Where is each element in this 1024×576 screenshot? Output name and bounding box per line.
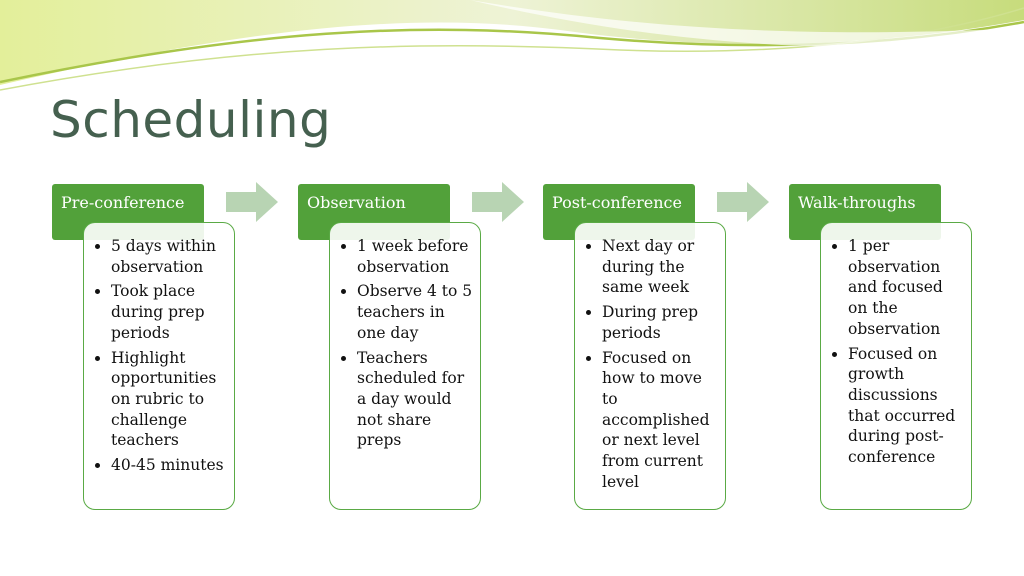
- bullet-item: Observe 4 to 5 teachers in one day: [357, 281, 474, 343]
- bullet-list: 5 days within observation Took place dur…: [98, 236, 228, 476]
- arrow-right-icon: [226, 182, 278, 222]
- stage-post-conference: Post-conference Next day or during the s…: [543, 184, 733, 514]
- bullet-item: 1 week before observation: [357, 236, 474, 277]
- page-title: Scheduling: [50, 91, 332, 149]
- stage-body: 1 per observation and focused on the obs…: [820, 222, 972, 510]
- bullet-item: Focused on growth discussions that occur…: [848, 344, 965, 468]
- bullet-item: During prep periods: [602, 302, 719, 343]
- header-wave-decoration: [0, 0, 1024, 91]
- stage-body: 1 week before observation Observe 4 to 5…: [329, 222, 481, 510]
- arrow-right-icon: [472, 182, 524, 222]
- bullet-item: 1 per observation and focused on the obs…: [848, 236, 965, 340]
- arrow-right-icon: [717, 182, 769, 222]
- bullet-list: Next day or during the same week During …: [589, 236, 719, 492]
- bullet-item: Next day or during the same week: [602, 236, 719, 298]
- bullet-item: Teachers scheduled for a day would not s…: [357, 348, 474, 452]
- stage-body: Next day or during the same week During …: [574, 222, 726, 510]
- stage-observation: Observation 1 week before observation Ob…: [298, 184, 488, 514]
- bullet-item: 40-45 minutes: [111, 455, 228, 476]
- bullet-item: Focused on how to move to accomplished o…: [602, 348, 719, 493]
- bullet-list: 1 per observation and focused on the obs…: [835, 236, 965, 468]
- bullet-item: Highlight opportunities on rubric to cha…: [111, 348, 228, 452]
- stage-pre-conference: Pre-conference 5 days within observation…: [52, 184, 242, 514]
- stage-body: 5 days within observation Took place dur…: [83, 222, 235, 510]
- bullet-item: Took place during prep periods: [111, 281, 228, 343]
- bullet-list: 1 week before observation Observe 4 to 5…: [344, 236, 474, 451]
- bullet-item: 5 days within observation: [111, 236, 228, 277]
- stage-walk-throughs: Walk-throughs 1 per observation and focu…: [789, 184, 979, 514]
